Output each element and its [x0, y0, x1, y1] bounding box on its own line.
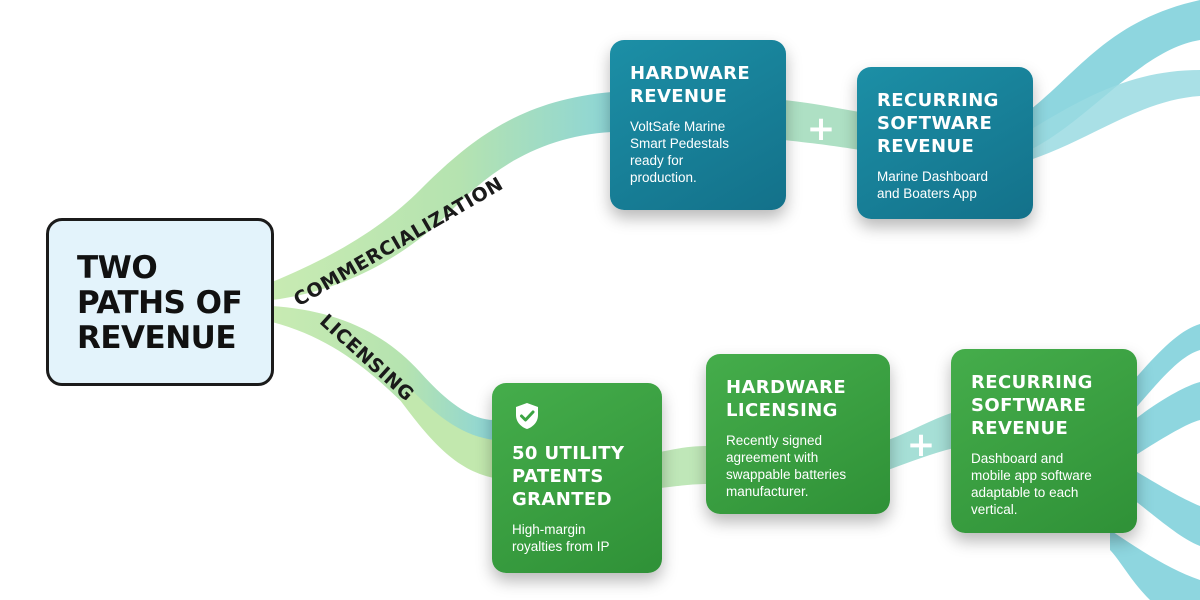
card-description: Dashboard and mobile app software adapta…: [971, 451, 1092, 517]
plus-icon-top: +: [806, 109, 836, 149]
shield-check-icon: [516, 403, 538, 429]
card-recurring-software-revenue-marine: RECURRING SOFTWARE REVENUE Marine Dashbo…: [857, 67, 1033, 219]
bottom-exit-ribbon-d: [1110, 530, 1200, 600]
card-title: RECURRING SOFTWARE REVENUE: [971, 372, 1093, 439]
card-utility-patents: 50 UTILITY PATENTS GRANTED High-margin r…: [492, 383, 662, 573]
bottom-exit-ribbon-c: [1134, 470, 1200, 546]
plus-icon-bottom: +: [906, 425, 936, 465]
bottom-exit-ribbon-b: [1134, 382, 1200, 456]
card-title: HARDWARE REVENUE: [630, 63, 751, 107]
card-description: Recently signed agreement with swappable…: [726, 433, 847, 499]
card-description: VoltSafe Marine Smart Pedestals ready fo…: [630, 119, 730, 185]
bottom-connector-ribbon-b: [888, 412, 954, 470]
diagram-title: TWO PATHS OF REVENUE: [77, 250, 243, 356]
title-box: TWO PATHS OF REVENUE: [46, 218, 274, 386]
card-title: RECURRING SOFTWARE REVENUE: [877, 90, 999, 157]
card-description: Marine Dashboard and Boaters App: [877, 169, 989, 201]
card-description: High-margin royalties from IP: [512, 522, 610, 554]
top-exit-ribbon-b: [1030, 70, 1200, 160]
commercialization-ribbon: [272, 92, 612, 300]
top-connector-ribbon: [784, 100, 860, 150]
card-hardware-licensing: HARDWARE LICENSING Recently signed agree…: [706, 354, 890, 514]
bottom-exit-ribbon-a: [1134, 324, 1200, 410]
licensing-ribbon-tail: [400, 388, 494, 478]
card-recurring-software-revenue-licensing: RECURRING SOFTWARE REVENUE Dashboard and…: [951, 349, 1137, 533]
card-hardware-revenue: HARDWARE REVENUE VoltSafe Marine Smart P…: [610, 40, 786, 210]
card-title: 50 UTILITY PATENTS GRANTED: [512, 443, 625, 510]
card-title: HARDWARE LICENSING: [726, 377, 847, 421]
bottom-connector-ribbon-a: [660, 446, 708, 488]
